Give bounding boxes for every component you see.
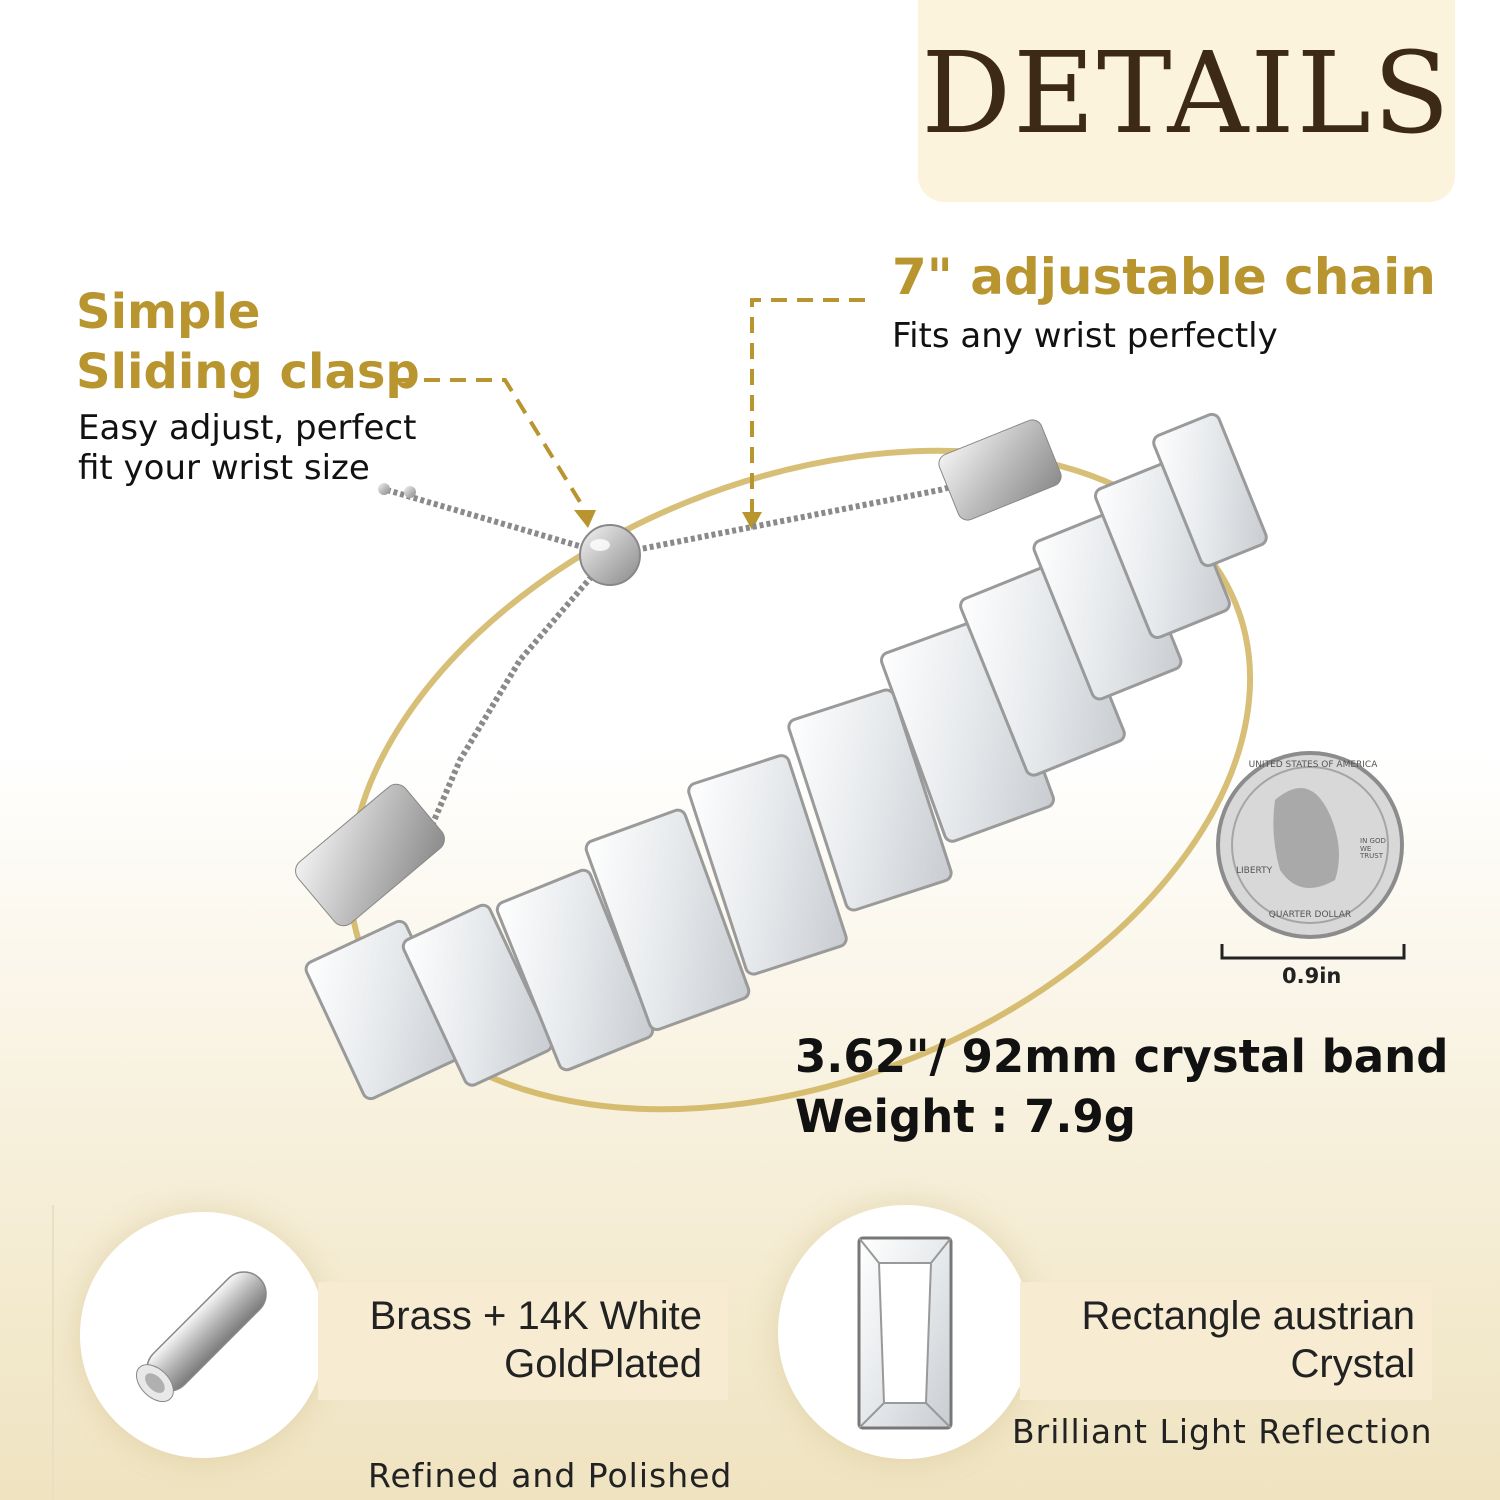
feature-brass-sub: Refined and Polished — [368, 1456, 733, 1495]
bracelet-end-cap — [295, 783, 445, 927]
clasp-title-line2: Sliding clasp — [76, 344, 420, 400]
clasp-arrow-icon — [574, 510, 596, 528]
clasp-desc-line1: Easy adjust, perfect — [78, 408, 417, 448]
spec-weight: Weight : 7.9g — [795, 1090, 1136, 1143]
chain-leader-line — [750, 298, 865, 515]
coin-size-label: 0.9in — [1282, 964, 1342, 988]
feature-crystal-line2: Crystal — [1290, 1342, 1415, 1386]
feature-crystal-label: Rectangle austrian Crystal — [1030, 1292, 1415, 1388]
coin-rim-top: UNITED STATES OF AMERICA — [1248, 760, 1378, 770]
feature-brass-line2: GoldPlated — [504, 1342, 702, 1386]
feature-crystal-label-box — [1020, 1282, 1432, 1400]
feature-crystal-circle — [778, 1205, 1032, 1459]
quarter-coin — [1216, 751, 1404, 939]
title-banner — [918, 0, 1455, 202]
clasp-leader-line — [398, 378, 587, 512]
coin-liberty: LIBERTY — [1236, 866, 1273, 876]
sliding-clasp-bead — [579, 524, 641, 586]
spec-band-size: 3.62"/ 92mm crystal band — [795, 1030, 1449, 1083]
feature-brass-circle — [80, 1212, 326, 1458]
crystal-icon — [857, 1236, 953, 1430]
bracelet-end-cap — [938, 419, 1062, 521]
clasp-desc-line2: fit your wrist size — [78, 448, 370, 488]
coin-rim-bottom: QUARTER DOLLAR — [1268, 910, 1352, 920]
bracelet-chain — [427, 553, 613, 832]
brass-tube-icon — [135, 1271, 267, 1403]
chain-end-bead — [378, 483, 390, 495]
crystal-links — [304, 412, 1268, 1101]
chain-arrow-icon — [742, 512, 762, 530]
coin-size-bracket — [1220, 944, 1406, 960]
feature-crystal-sub: Brilliant Light Reflection — [1012, 1412, 1433, 1451]
feature-crystal-line1: Rectangle austrian — [1081, 1294, 1415, 1338]
coin-motto: IN GOD WE TRUST — [1360, 837, 1386, 861]
feature-brass-label-box — [318, 1282, 728, 1400]
bracelet-chain — [379, 477, 976, 559]
feature-brass-label: Brass + 14K White GoldPlated — [330, 1292, 702, 1388]
chain-end-bead — [404, 486, 416, 498]
chain-title: 7" adjustable chain — [892, 248, 1436, 306]
clasp-title-line1: Simple — [76, 284, 261, 340]
feature-brass-line1: Brass + 14K White — [369, 1294, 702, 1338]
chain-desc: Fits any wrist perfectly — [892, 316, 1278, 356]
page-title: DETAILS — [921, 29, 1452, 159]
